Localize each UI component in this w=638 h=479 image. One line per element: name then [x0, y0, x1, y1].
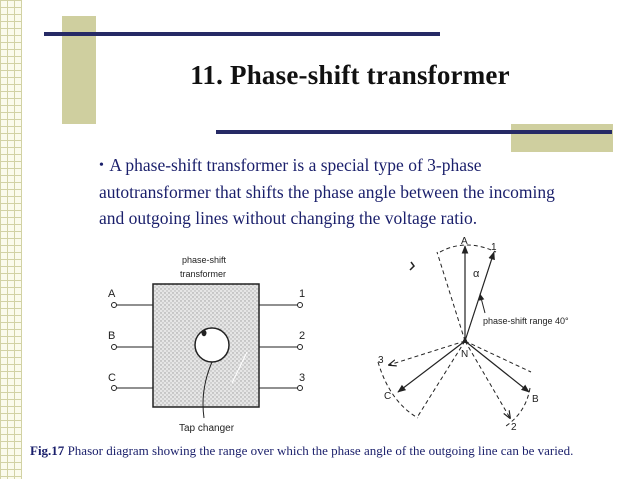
- input-terminal-b: [111, 344, 117, 350]
- range-pointer: [478, 293, 486, 314]
- output-terminal-1: [297, 302, 303, 308]
- input-terminals: A B C: [108, 288, 153, 391]
- phasor-arc-left: [377, 361, 419, 419]
- output-terminals: 1 2 3: [259, 288, 305, 391]
- input-label-c: C: [108, 372, 116, 384]
- tap-changer-contact: [201, 329, 207, 337]
- phasor-1-vector: [464, 251, 495, 342]
- phasor-label-c: C: [384, 391, 391, 402]
- transformer-label-line1: phase-shift: [182, 255, 227, 265]
- phasor-2-vector: [464, 340, 510, 418]
- bullet-paragraph: • A phase-shift transformer is a special…: [99, 152, 579, 231]
- tap-changer-label: Tap changer: [179, 423, 235, 434]
- transformer-scratch: [231, 351, 248, 384]
- range-label: phase-shift range 40°: [483, 316, 569, 326]
- input-terminal-a: [111, 302, 117, 308]
- figure-caption: Fig.17 Phasor diagram showing the range …: [30, 443, 630, 459]
- tap-changer: Tap changer: [179, 327, 235, 434]
- output-label-3: 3: [299, 372, 305, 384]
- phasor-label-b: B: [532, 394, 539, 405]
- phasor-b-vector: [464, 340, 530, 393]
- input-terminal-c: [111, 385, 117, 391]
- phasor-a-dashed: [436, 251, 466, 342]
- bullet-dot: •: [99, 158, 104, 173]
- tap-changer-ring: [194, 327, 230, 363]
- slide-title: 11. Phase-shift transformer: [190, 60, 510, 90]
- output-terminal-3: [297, 385, 303, 391]
- phasor-c-vector: [397, 340, 466, 393]
- phasor-label-1: 1: [491, 242, 497, 253]
- output-label-2: 2: [299, 330, 305, 342]
- figure-caption-label: Fig.17: [30, 443, 65, 458]
- phasor-arc-top: [439, 244, 497, 253]
- stray-mark: [409, 261, 415, 271]
- phasor-c-dashed: [417, 340, 466, 417]
- output-terminal-2: [297, 344, 303, 350]
- decorative-navy-bar-right: [216, 130, 612, 134]
- output-label-1: 1: [299, 288, 305, 300]
- phasor-label-3: 3: [378, 355, 384, 366]
- decorative-grid-strip: [0, 0, 22, 479]
- phasor-b-dashed: [464, 340, 532, 373]
- input-label-b: B: [108, 330, 115, 342]
- phasor-neutral-point: [463, 339, 467, 343]
- phasor-diagram: A 1 α phase-shift range 40° N 3 C B 2: [377, 236, 569, 433]
- figure-caption-text: Phasor diagram showing the range over wh…: [67, 443, 574, 458]
- phasor-label-alpha: α: [473, 268, 480, 280]
- phasor-label-2: 2: [511, 422, 517, 433]
- bullet-text: A phase-shift transformer is a special t…: [99, 155, 555, 228]
- phasor-label-n: N: [461, 349, 468, 360]
- input-label-a: A: [108, 288, 116, 300]
- phasor-label-a: A: [461, 236, 468, 247]
- transformer-label-line2: transformer: [180, 269, 226, 279]
- phasor-3-vector: [389, 340, 466, 365]
- tap-changer-leader: [202, 361, 213, 419]
- decorative-navy-bar-top: [44, 32, 440, 36]
- phasor-arc-right: [505, 387, 531, 427]
- decorative-olive-block-right: [511, 124, 613, 152]
- transformer-diagram: phase-shift transformer A B C 1 2 3: [108, 255, 305, 434]
